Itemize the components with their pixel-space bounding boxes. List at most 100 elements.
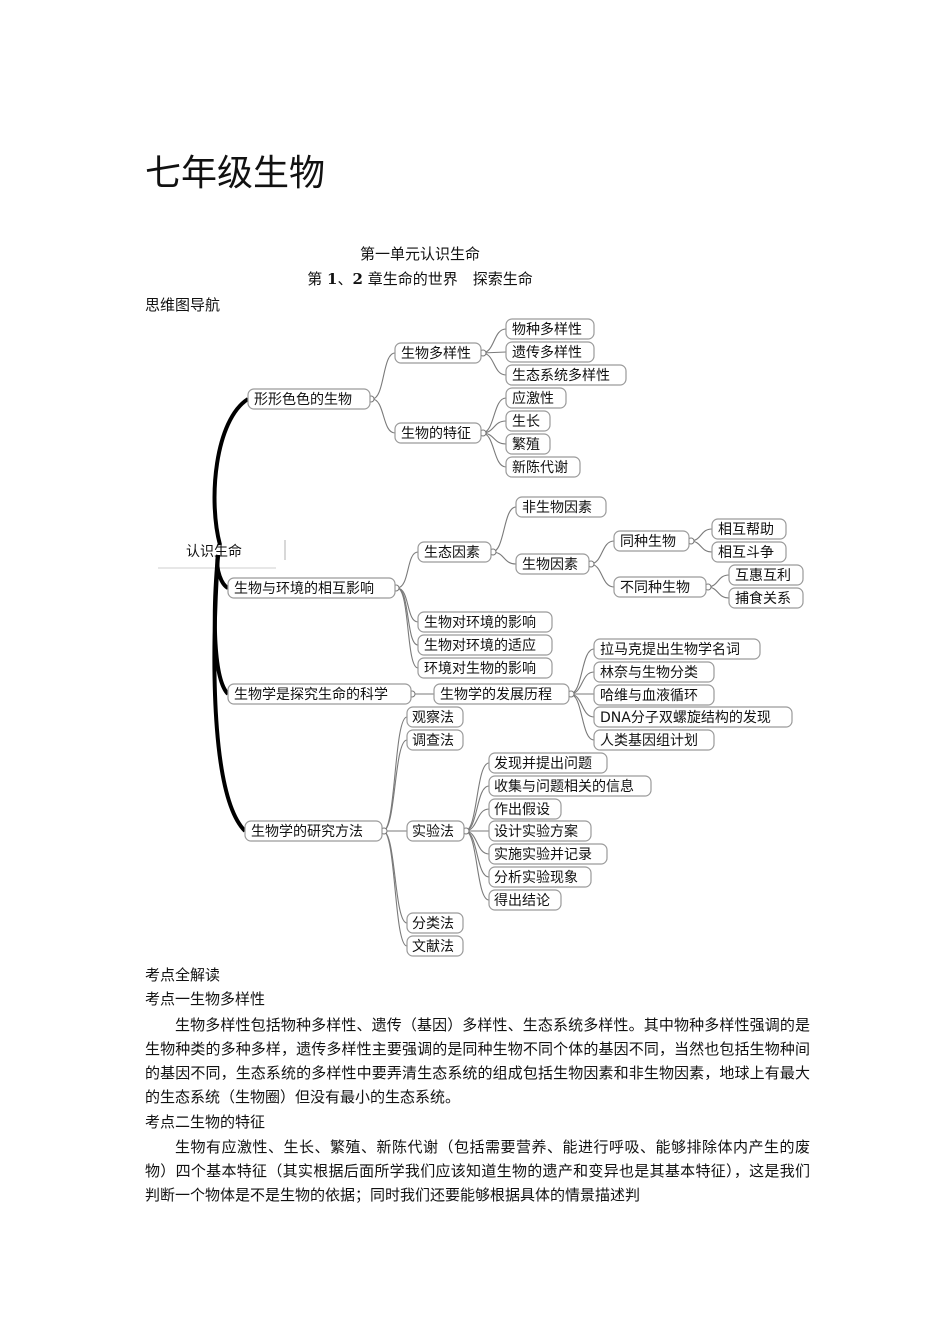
chapter-title-sep: 、 bbox=[337, 270, 353, 288]
node-mutual-help: 相互帮助 bbox=[711, 518, 787, 540]
svg-text:调查法: 调查法 bbox=[412, 733, 454, 749]
node-bio-adapt-env: 生物对环境的适应 bbox=[417, 634, 553, 656]
node-biology-science: 生物学是探究生命的科学 bbox=[227, 683, 412, 705]
svg-text:新陈代谢: 新陈代谢 bbox=[512, 459, 568, 476]
root-label: 认识生命 bbox=[186, 543, 242, 560]
node-predation: 捕食关系 bbox=[728, 587, 804, 609]
node-step-hypothesis: 作出假设 bbox=[488, 798, 562, 820]
node-abiotic-factors: 非生物因素 bbox=[515, 496, 607, 518]
svg-text:应激性: 应激性 bbox=[512, 390, 554, 407]
point2-paragraph: 生物有应激性、生长、繁殖、新陈代谢（包括需要营养、能进行呼吸、能够排除体内产生的… bbox=[145, 1138, 810, 1204]
node-step-conclude: 得出结论 bbox=[488, 889, 562, 911]
mindmap-heading: 思维图导航 bbox=[145, 296, 221, 314]
node-genetic-diversity: 遗传多样性 bbox=[505, 341, 595, 363]
node-env-affect-bio: 环境对生物的影响 bbox=[417, 657, 553, 679]
svg-text:形形色色的生物: 形形色色的生物 bbox=[254, 391, 352, 408]
mindmap-root: 认识生命 bbox=[158, 536, 286, 569]
svg-text:相互帮助: 相互帮助 bbox=[718, 522, 774, 538]
node-different-species: 不同种生物 bbox=[613, 576, 707, 598]
svg-text:生物学的研究方法: 生物学的研究方法 bbox=[251, 824, 363, 840]
mindmap: 认识生命 形形色色的生 bbox=[158, 318, 804, 957]
svg-text:分类法: 分类法 bbox=[412, 916, 454, 932]
svg-text:生物因素: 生物因素 bbox=[522, 557, 578, 573]
node-step-analyze: 分析实验现象 bbox=[488, 866, 592, 888]
node-colorful-organisms: 形形色色的生物 bbox=[247, 388, 371, 410]
node-bio-affect-env: 生物对环境的影响 bbox=[417, 611, 553, 633]
chapter-title-prefix: 第 bbox=[307, 270, 328, 288]
svg-text:生物学的发展历程: 生物学的发展历程 bbox=[440, 687, 552, 703]
svg-text:捕食关系: 捕食关系 bbox=[735, 590, 791, 607]
svg-text:生态因素: 生态因素 bbox=[424, 545, 480, 561]
svg-text:人类基因组计划: 人类基因组计划 bbox=[600, 732, 698, 749]
svg-text:收集与问题相关的信息: 收集与问题相关的信息 bbox=[494, 778, 634, 795]
svg-text:生物对环境的影响: 生物对环境的影响 bbox=[424, 615, 536, 631]
node-biology-history: 生物学的发展历程 bbox=[433, 683, 570, 705]
svg-text:生物与环境的相互影响: 生物与环境的相互影响 bbox=[234, 581, 374, 597]
svg-text:发现并提出问题: 发现并提出问题 bbox=[494, 756, 592, 772]
svg-text:生物的特征: 生物的特征 bbox=[401, 426, 471, 442]
node-linnaeus: 林奈与生物分类 bbox=[593, 661, 715, 683]
svg-text:繁殖: 繁殖 bbox=[512, 436, 540, 453]
node-biotic-factors: 生物因素 bbox=[515, 553, 590, 575]
node-mutualism: 互惠互利 bbox=[728, 564, 804, 586]
node-species-diversity: 物种多样性 bbox=[505, 318, 595, 340]
svg-text:实施实验并记录: 实施实验并记录 bbox=[494, 847, 592, 863]
svg-text:实验法: 实验法 bbox=[412, 824, 454, 840]
exam-points-title: 考点全解读 bbox=[145, 966, 221, 984]
point1-title: 考点一生物多样性 bbox=[145, 990, 266, 1008]
unit-title: 第一单元认识生命 bbox=[359, 245, 480, 263]
svg-text:观察法: 观察法 bbox=[412, 709, 454, 726]
svg-text:得出结论: 得出结论 bbox=[494, 892, 550, 909]
point2-body: 生物有应激性、生长、繁殖、新陈代谢（包括需要营养、能进行呼吸、能够排除体内产生的… bbox=[145, 1135, 810, 1207]
svg-text:哈维与血液循环: 哈维与血液循环 bbox=[600, 688, 698, 704]
svg-text:设计实验方案: 设计实验方案 bbox=[494, 823, 578, 840]
node-experiment: 实验法 bbox=[406, 820, 465, 842]
svg-text:物种多样性: 物种多样性 bbox=[512, 321, 582, 338]
node-same-species: 同种生物 bbox=[613, 530, 690, 552]
page-title: 七年级生物 bbox=[145, 153, 326, 194]
node-harvey: 哈维与血液循环 bbox=[593, 684, 715, 706]
point1-body: 生物多样性包括物种多样性、遗传（基因）多样性、生态系统多样性。其中物种多样性强调… bbox=[145, 1013, 810, 1109]
node-step-design: 设计实验方案 bbox=[488, 820, 592, 842]
node-step-implement: 实施实验并记录 bbox=[488, 843, 608, 865]
svg-text:生态系统多样性: 生态系统多样性 bbox=[512, 367, 610, 384]
node-survey: 调查法 bbox=[406, 729, 464, 751]
svg-text:生物多样性: 生物多样性 bbox=[401, 345, 471, 362]
node-step-question: 发现并提出问题 bbox=[488, 752, 608, 774]
node-reproduction: 繁殖 bbox=[505, 433, 551, 455]
node-ecosystem-diversity: 生态系统多样性 bbox=[505, 364, 627, 386]
svg-text:遗传多样性: 遗传多样性 bbox=[512, 344, 582, 361]
svg-text:DNA分子双螺旋结构的发现: DNA分子双螺旋结构的发现 bbox=[600, 710, 771, 726]
svg-text:文献法: 文献法 bbox=[412, 939, 454, 955]
node-observation: 观察法 bbox=[406, 706, 464, 728]
node-characteristics: 生物的特征 bbox=[394, 422, 482, 444]
node-biodiversity: 生物多样性 bbox=[394, 342, 482, 364]
chapter-num-2: 2 bbox=[352, 270, 363, 288]
svg-text:不同种生物: 不同种生物 bbox=[620, 580, 690, 596]
node-eco-factors: 生态因素 bbox=[417, 541, 492, 563]
svg-text:拉马克提出生物学名词: 拉马克提出生物学名词 bbox=[600, 642, 740, 658]
node-metabolism: 新陈代谢 bbox=[505, 456, 581, 478]
svg-text:非生物因素: 非生物因素 bbox=[522, 500, 592, 516]
svg-text:环境对生物的影响: 环境对生物的影响 bbox=[424, 661, 536, 677]
svg-text:作出假设: 作出假设 bbox=[494, 802, 550, 818]
point2-title: 考点二生物的特征 bbox=[145, 1113, 266, 1131]
svg-text:生长: 生长 bbox=[512, 414, 540, 430]
svg-text:生物学是探究生命的科学: 生物学是探究生命的科学 bbox=[234, 686, 388, 703]
svg-text:分析实验现象: 分析实验现象 bbox=[494, 870, 578, 886]
point1-paragraph: 生物多样性包括物种多样性、遗传（基因）多样性、生态系统多样性。其中物种多样性强调… bbox=[145, 1016, 810, 1106]
chapter-num-1: 1 bbox=[327, 270, 338, 288]
svg-text:生物对环境的适应: 生物对环境的适应 bbox=[424, 637, 536, 654]
node-irritability: 应激性 bbox=[505, 387, 567, 409]
svg-text:林奈与生物分类: 林奈与生物分类 bbox=[600, 665, 698, 681]
node-dna-discovery: DNA分子双螺旋结构的发现 bbox=[593, 706, 793, 728]
node-literature: 文献法 bbox=[406, 935, 464, 957]
svg-text:互惠互利: 互惠互利 bbox=[735, 568, 791, 584]
svg-text:相互斗争: 相互斗争 bbox=[718, 545, 774, 561]
chapter-title: 第 1、2 章生命的世界 探索生命 bbox=[0, 268, 840, 289]
node-bio-env-interaction: 生物与环境的相互影响 bbox=[227, 577, 396, 599]
node-lamarck: 拉马克提出生物学名词 bbox=[593, 638, 761, 660]
node-step-information: 收集与问题相关的信息 bbox=[488, 775, 652, 797]
svg-text:同种生物: 同种生物 bbox=[620, 534, 676, 550]
node-research-methods: 生物学的研究方法 bbox=[244, 820, 383, 842]
